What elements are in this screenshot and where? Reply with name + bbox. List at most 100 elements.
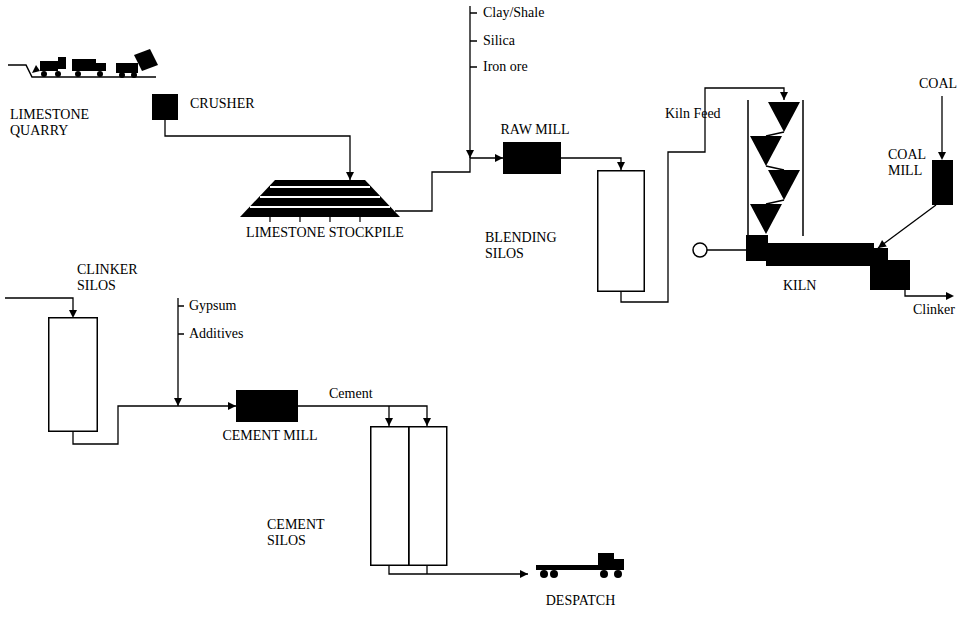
limestone-stockpile: LIMESTONE STOCKPILE [205, 175, 445, 243]
drawing-part [503, 142, 561, 174]
input-label: Silica [482, 33, 516, 49]
node-label: KILN [783, 278, 816, 294]
cement-silos-shape [370, 426, 448, 566]
clinker-out-line [905, 290, 948, 296]
flow-line [621, 88, 784, 302]
drawing-part [550, 570, 558, 578]
drawing-part [134, 49, 158, 71]
drawing-part [32, 65, 40, 73]
edge-label: Cement [328, 386, 374, 402]
arrowhead [69, 310, 77, 318]
flow-line [878, 205, 936, 248]
node-label: CEMENT MILL [205, 428, 335, 444]
input-label: COAL [918, 76, 958, 92]
flow-line [165, 120, 350, 180]
node-label: RAW MILL [495, 122, 575, 138]
drawing-part [72, 59, 96, 71]
drawing-part [598, 553, 614, 570]
cement-silos: CEMENT SILOS [265, 422, 450, 572]
drawing-part [55, 71, 61, 77]
drawing-part [119, 72, 125, 78]
node-label: CRUSHER [190, 96, 255, 112]
drawing-part [97, 71, 103, 77]
limestone-stockpile-shape [240, 175, 400, 217]
drawing-part [768, 102, 800, 132]
drawing-part [409, 427, 447, 566]
arrowhead [174, 398, 182, 406]
arrowhead [385, 418, 393, 426]
cement-mill: CEMENT MILL [205, 388, 335, 448]
drawing-part [58, 57, 66, 69]
drawing-part [748, 100, 803, 236]
quarry-illustration: LIMESTONE QUARRY [8, 55, 158, 145]
coal-mill: COAL MILL [888, 145, 958, 210]
raw-mill-shape [503, 142, 561, 174]
clinker-silo: CLINKER SILOS [40, 262, 150, 434]
arrowhead [946, 292, 954, 300]
drawing-part [746, 235, 768, 261]
node-label: DESPATCH [528, 593, 633, 609]
input-label: Iron ore [482, 59, 529, 75]
flow-connector [165, 120, 354, 180]
drawing-part [116, 63, 138, 73]
raw-mill: RAW MILL [495, 122, 575, 177]
node-label: LIMESTONE QUARRY [10, 107, 110, 139]
clinker-silo-shape [48, 317, 98, 432]
drawing-part [614, 559, 624, 570]
drawing-part [270, 217, 360, 222]
additive-feed-line [470, 6, 477, 158]
node-label: BLENDING SILOS [485, 230, 590, 262]
blending-silo: BLENDING SILOS [485, 168, 650, 296]
flow-line [298, 406, 427, 426]
drawing-part [536, 565, 598, 570]
flow-line [426, 566, 427, 574]
arrowhead [495, 154, 503, 162]
input-leaders [5, 6, 948, 406]
kiln-shape [688, 100, 928, 292]
node-label: COAL MILL [888, 147, 928, 179]
drawing-part [600, 570, 608, 578]
drawing-part [49, 318, 98, 432]
drawing-part [152, 94, 178, 120]
coal-mill-shape [932, 160, 953, 205]
arrowhead [466, 150, 474, 158]
drawing-part [540, 570, 548, 578]
drawing-part [693, 243, 707, 257]
drawing-part [240, 180, 400, 217]
drawing-part [750, 204, 782, 234]
node-label: CLINKER SILOS [77, 262, 149, 294]
drawing-part [614, 570, 622, 578]
coal-feed-line [941, 96, 942, 156]
drawing-part [750, 136, 782, 166]
drawing-part [598, 171, 645, 292]
arrowhead [346, 172, 354, 180]
drawing-part [40, 61, 58, 71]
flow-line [389, 566, 528, 574]
input-label: Clinker [912, 302, 956, 318]
arrowhead [228, 402, 236, 410]
gypsum-feed-line [178, 298, 184, 406]
arrowhead [423, 418, 431, 426]
leader-arrowheads [69, 150, 954, 406]
edge-label: Kiln Feed [664, 106, 704, 122]
flow-line [561, 158, 621, 170]
arrowhead [617, 162, 625, 170]
clinker-in-line [5, 298, 73, 313]
flow-connector [395, 154, 503, 211]
despatch-truck-shape [528, 545, 628, 583]
node-label: CEMENT SILOS [267, 517, 357, 549]
crusher: CRUSHER [150, 92, 260, 124]
input-label: Gypsum [188, 298, 237, 314]
node-label: LIMESTONE STOCKPILE [205, 225, 445, 241]
drawing-part [250, 187, 390, 207]
input-label: Additives [188, 326, 244, 342]
drawing-part [932, 160, 953, 205]
crusher-shape [152, 94, 178, 120]
drawing-part [870, 248, 910, 290]
blending-silo-shape [597, 170, 645, 292]
drawing-part [766, 243, 874, 266]
arrowhead [878, 240, 887, 248]
